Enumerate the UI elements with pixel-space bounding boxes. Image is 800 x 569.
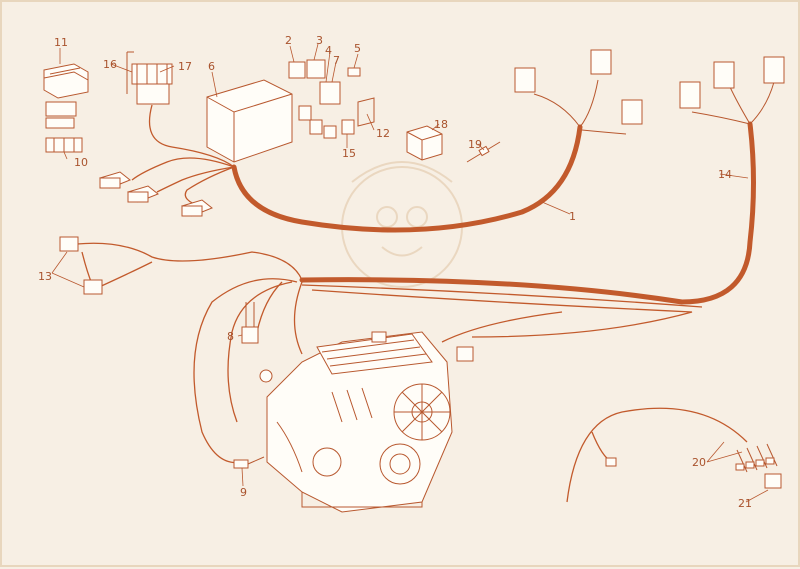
callout-3: 3 [316, 34, 323, 47]
watermark-logo [341, 161, 463, 288]
callout-5: 5 [354, 42, 361, 55]
connector-8 [241, 302, 259, 344]
callout-18: 18 [434, 118, 448, 131]
connectors-harness-14 [679, 56, 785, 109]
harness-14-loom [299, 121, 756, 305]
callout-2: 2 [285, 34, 292, 47]
callout-16: 16 [103, 58, 117, 71]
relay-stack-11 [43, 63, 89, 153]
engine-assembly [259, 331, 474, 513]
harness-20 [566, 407, 778, 503]
leader-lines [51, 43, 769, 503]
callout-4: 4 [325, 44, 332, 57]
callout-10: 10 [74, 156, 88, 169]
connector-group-left [99, 171, 213, 217]
callout-9: 9 [240, 486, 247, 499]
callout-1: 1 [569, 210, 576, 223]
callout-12: 12 [376, 127, 390, 140]
harness-1-loom [231, 124, 583, 233]
callout-20: 20 [692, 456, 706, 469]
callout-14: 14 [718, 168, 732, 181]
fuse-box-17 [126, 51, 173, 105]
relay-18 [406, 125, 443, 161]
control-unit-6 [206, 79, 293, 163]
callout-11: 11 [54, 36, 68, 49]
callout-19: 19 [468, 138, 482, 151]
part-21 [764, 473, 782, 489]
relays-cluster [288, 59, 375, 139]
callout-13: 13 [38, 270, 52, 283]
callout-7: 7 [333, 54, 340, 67]
callout-8: 8 [227, 330, 234, 343]
callout-21: 21 [738, 497, 752, 510]
sensor-9 [233, 456, 265, 469]
callout-6: 6 [208, 60, 215, 73]
callout-17: 17 [178, 60, 192, 73]
connectors-harness-1 [514, 49, 643, 125]
callout-15: 15 [342, 147, 356, 160]
